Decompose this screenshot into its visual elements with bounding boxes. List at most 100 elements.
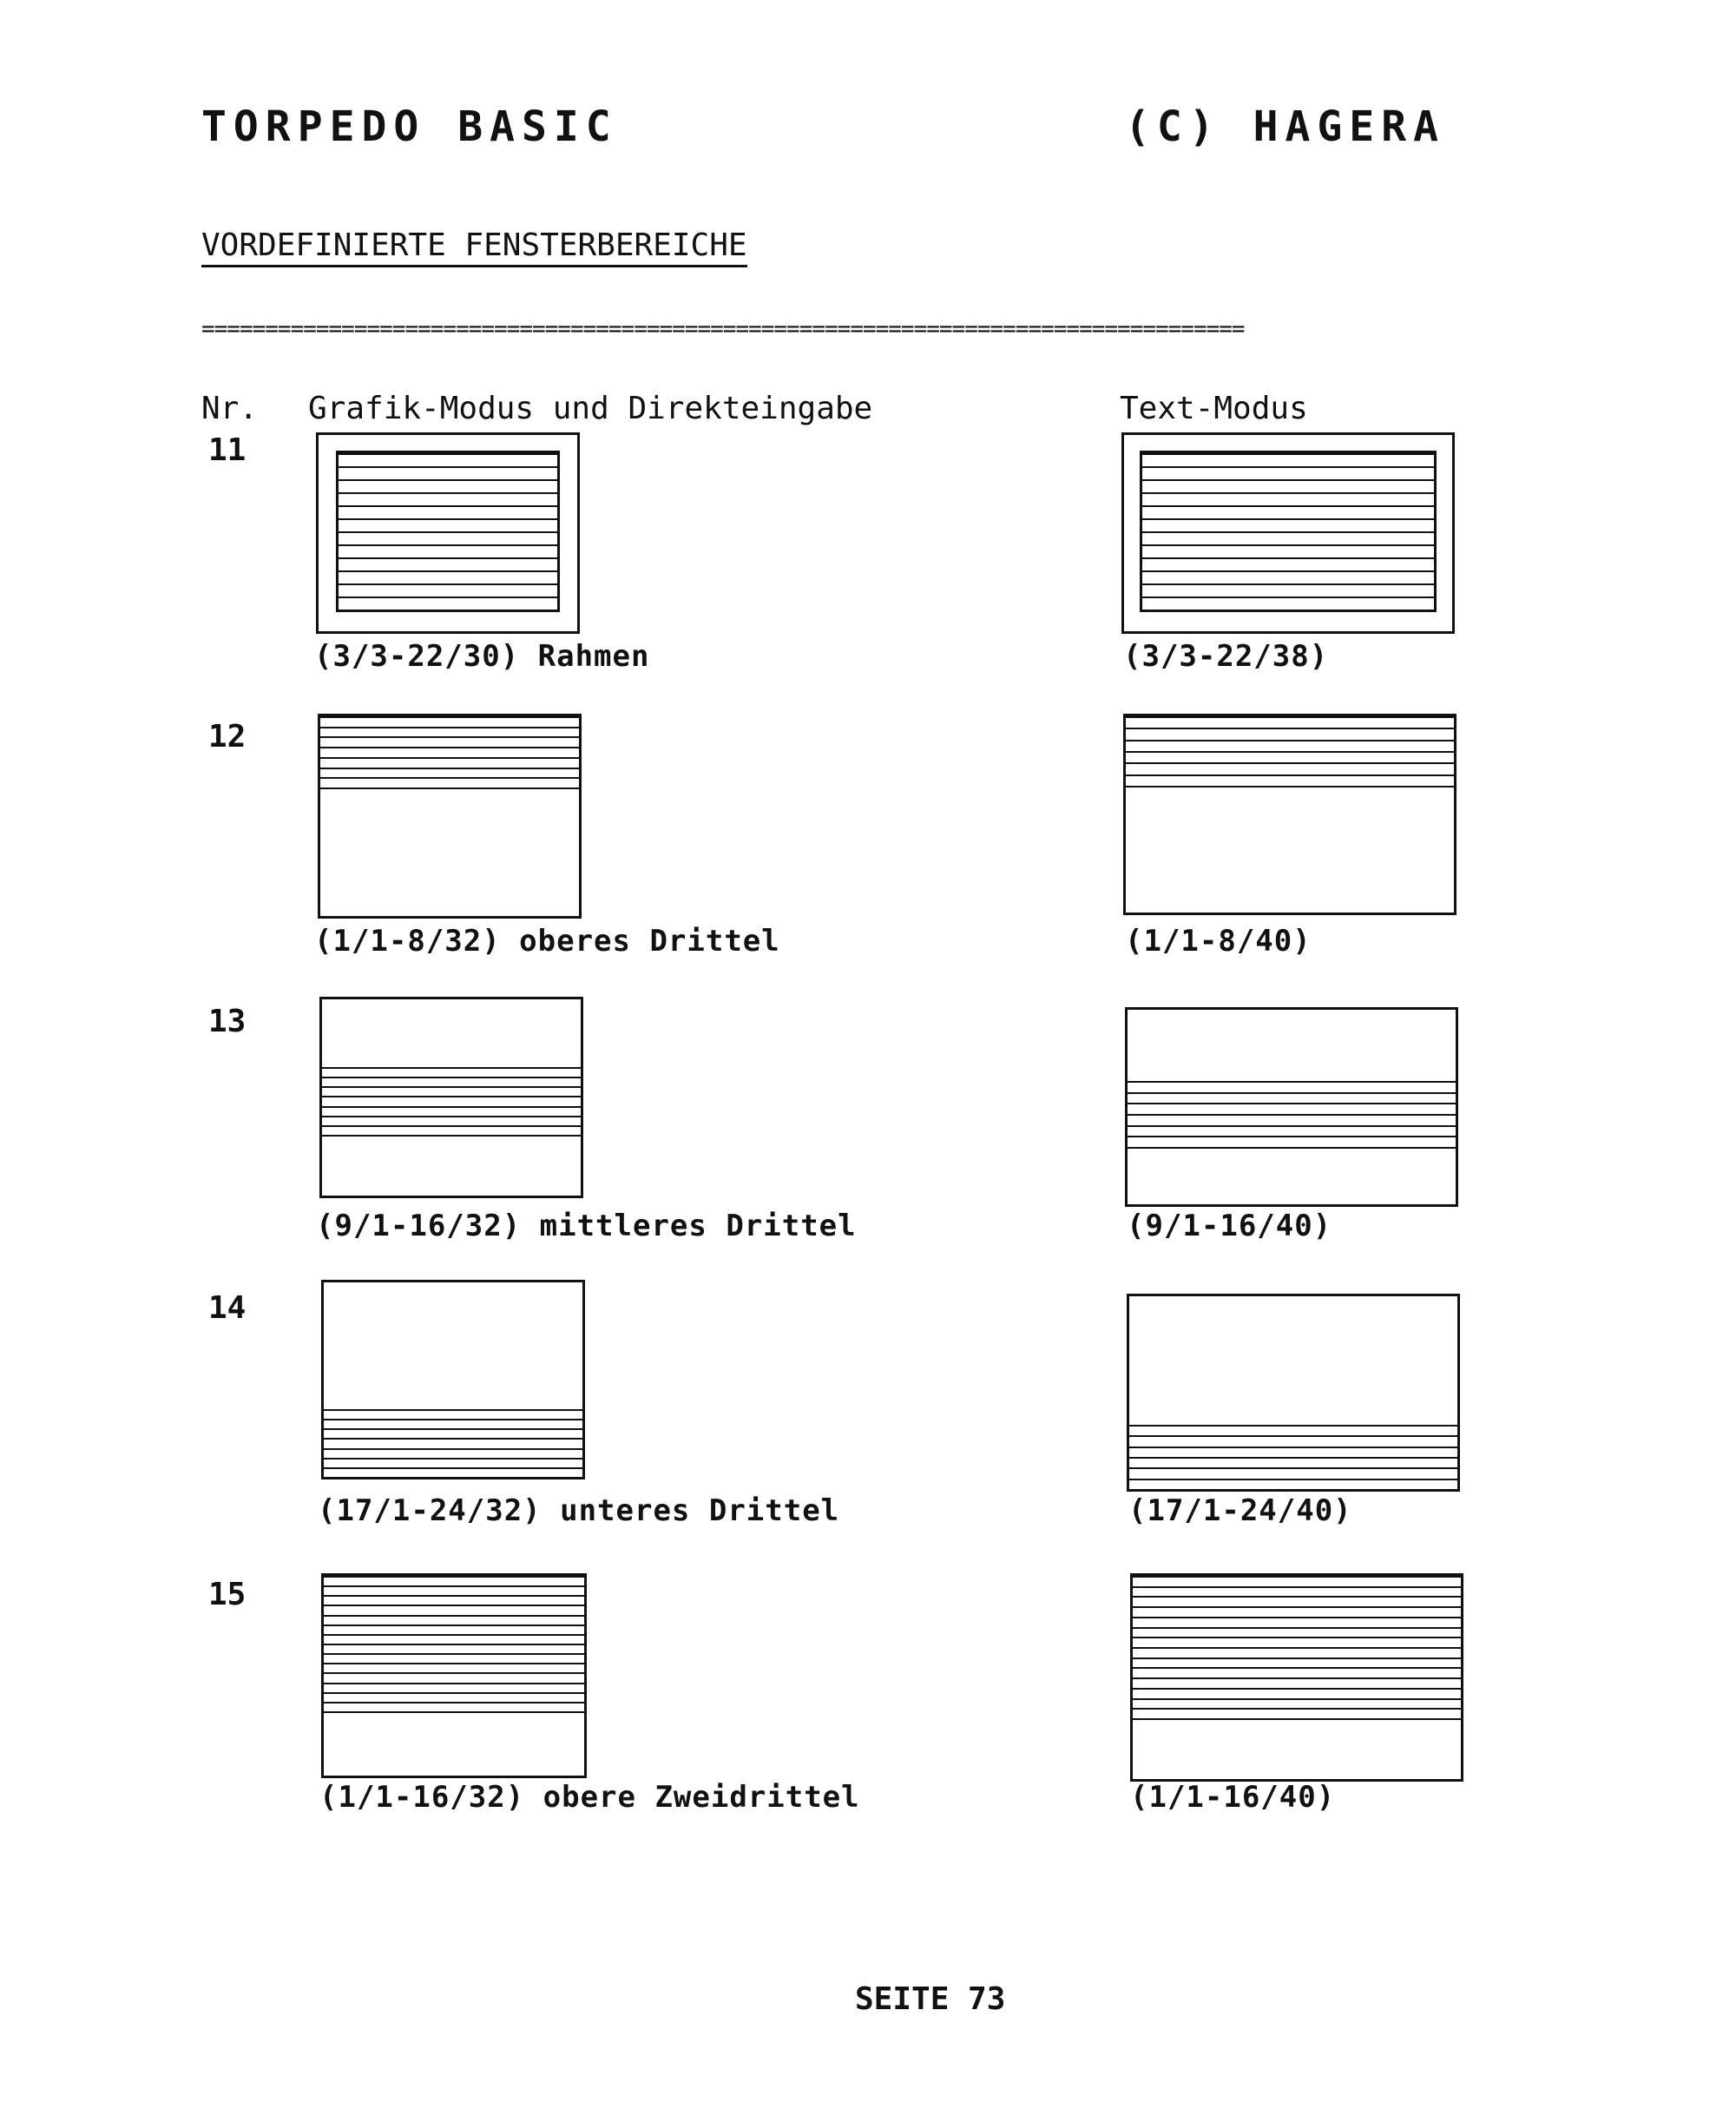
text-row-line <box>320 726 579 728</box>
text-row-line <box>1126 716 1454 718</box>
text-row-line <box>324 1644 584 1645</box>
text-row-line <box>320 788 579 789</box>
header-right: (C) HAGERA <box>1125 102 1445 151</box>
page-title: VORDEFINIERTE FENSTERBEREICHE <box>201 227 747 267</box>
row-number: 11 <box>208 432 247 468</box>
text-row-line <box>339 596 557 598</box>
text-row-line <box>339 583 557 585</box>
caption-text: (17/1-24/40) <box>1128 1493 1352 1528</box>
window-diagram-grafik-13 <box>319 997 583 1198</box>
text-row-line <box>322 1096 581 1098</box>
text-row-line <box>1133 1585 1461 1588</box>
text-row-line <box>339 610 557 611</box>
text-row-line <box>1128 1136 1456 1138</box>
separator-line: ========================================… <box>201 316 1246 342</box>
text-row-line <box>1126 786 1454 788</box>
page-number: SEITE 73 <box>855 1981 1006 2017</box>
text-lines <box>1128 1081 1456 1149</box>
text-row-line <box>320 767 579 769</box>
text-row-line <box>322 1086 581 1089</box>
window-frame-inner <box>1140 451 1437 612</box>
text-row-line <box>322 1077 581 1079</box>
text-row-line <box>1128 1091 1456 1094</box>
text-row-line <box>1133 1708 1461 1710</box>
window-diagram-grafik-12 <box>318 714 582 919</box>
text-row-line <box>324 1409 582 1411</box>
text-row-line <box>1142 596 1434 598</box>
text-row-line <box>324 1447 582 1450</box>
text-row-line <box>1142 570 1434 572</box>
text-row-line <box>320 736 579 739</box>
text-row-line <box>324 1672 584 1675</box>
text-row-line <box>339 479 557 481</box>
text-row-line <box>1133 1667 1461 1670</box>
text-row-line <box>320 756 579 759</box>
text-row-line <box>1133 1657 1461 1659</box>
text-row-line <box>1126 751 1454 753</box>
column-header-grafik: Grafik-Modus und Direkteingabe <box>308 391 873 426</box>
text-row-line <box>1133 1637 1461 1639</box>
row-number: 14 <box>208 1290 247 1326</box>
text-row-line <box>1129 1435 1457 1438</box>
text-row-line <box>1128 1124 1456 1127</box>
text-row-line <box>1142 610 1434 611</box>
window-diagram-grafik-11 <box>316 432 580 634</box>
text-row-line <box>320 777 579 780</box>
text-row-line <box>339 505 557 507</box>
window-diagram-grafik-14 <box>321 1280 585 1479</box>
text-row-line <box>1142 557 1434 559</box>
text-row-line <box>339 453 557 455</box>
text-row-line <box>1126 728 1454 730</box>
text-row-line <box>1133 1626 1461 1629</box>
text-row-line <box>1126 739 1454 741</box>
text-row-line <box>320 747 579 749</box>
text-lines <box>1142 453 1434 611</box>
text-lines <box>320 716 579 789</box>
text-row-line <box>324 1711 584 1713</box>
text-row-line <box>1128 1147 1456 1149</box>
text-row-line <box>1133 1687 1461 1690</box>
window-frame-inner <box>336 451 560 612</box>
header-left: TORPEDO BASIC <box>201 102 618 151</box>
caption-grafik: (1/1-8/32) oberes Drittel <box>314 924 780 959</box>
window-diagram-text-15 <box>1130 1573 1463 1782</box>
text-row-line <box>324 1663 584 1665</box>
column-header-text: Text-Modus <box>1120 391 1308 426</box>
text-row-line <box>339 544 557 546</box>
text-row-line <box>1129 1489 1457 1491</box>
text-lines <box>1126 716 1454 788</box>
text-lines <box>322 1067 581 1137</box>
text-row-line <box>324 1691 584 1694</box>
text-row-line <box>324 1457 582 1460</box>
text-row-line <box>1129 1457 1457 1459</box>
row-number: 12 <box>208 719 247 755</box>
caption-text: (1/1-16/40) <box>1130 1780 1336 1815</box>
text-row-line <box>1129 1478 1457 1480</box>
text-row-line <box>1126 762 1454 765</box>
text-row-line <box>1129 1425 1457 1427</box>
text-row-line <box>1142 518 1434 520</box>
text-row-line <box>1142 505 1434 507</box>
caption-text: (1/1-8/40) <box>1125 924 1312 959</box>
text-row-line <box>324 1576 584 1578</box>
text-row-line <box>320 716 579 718</box>
text-row-line <box>339 466 557 468</box>
text-row-line <box>324 1624 584 1626</box>
text-row-line <box>1142 453 1434 455</box>
caption-grafik: (9/1-16/32) mittleres Drittel <box>316 1209 857 1243</box>
text-row-line <box>1129 1467 1457 1470</box>
text-row-line <box>324 1428 582 1431</box>
caption-grafik: (1/1-16/32) obere Zweidrittel <box>319 1780 860 1815</box>
text-row-line <box>339 531 557 533</box>
text-row-line <box>322 1135 581 1137</box>
text-row-line <box>1128 1103 1456 1105</box>
text-row-line <box>324 1682 584 1684</box>
caption-grafik: (3/3-22/30) Rahmen <box>314 639 650 674</box>
text-row-line <box>1142 492 1434 494</box>
text-row-line <box>324 1605 584 1607</box>
window-diagram-text-13 <box>1125 1007 1458 1207</box>
window-diagram-grafik-15 <box>321 1573 587 1778</box>
text-row-line <box>324 1595 584 1598</box>
text-row-line <box>322 1124 581 1127</box>
